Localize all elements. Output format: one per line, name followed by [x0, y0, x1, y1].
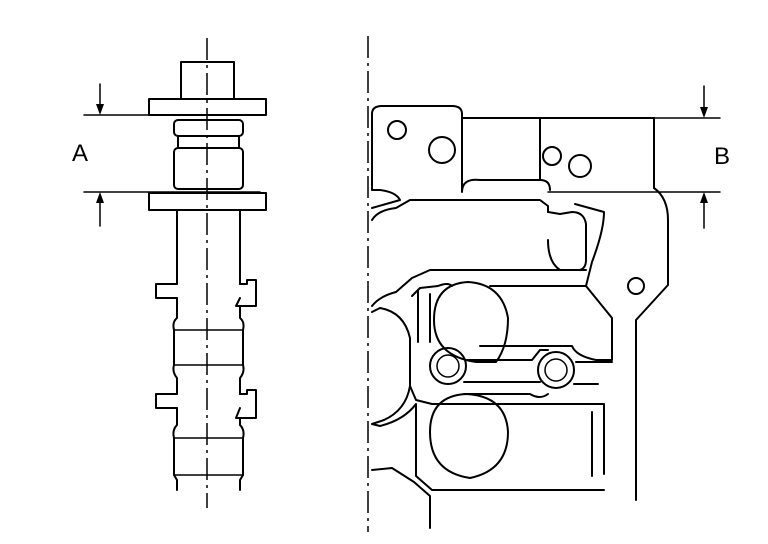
bolt-hole-3 [542, 146, 562, 166]
dimension-a-label: A [72, 140, 89, 167]
camshaft-view [148, 38, 267, 508]
cylinder-head-view [367, 36, 669, 532]
dimension-b [547, 85, 721, 229]
head-lower-cavity [371, 403, 605, 491]
camshaft-mid-section [172, 297, 245, 395]
camshaft-shaft [176, 209, 241, 285]
center-bore-left [429, 347, 467, 385]
head-rocker-area [547, 211, 587, 271]
camshaft-journal [173, 119, 244, 190]
bolt-hole-1 [387, 120, 407, 140]
center-bore-right [537, 351, 575, 389]
camshaft-lobe-2 [155, 389, 257, 419]
camshaft-lower-flange [148, 192, 267, 211]
dimension-a [83, 83, 261, 227]
head-upper-port [371, 269, 587, 307]
lower-valve [429, 393, 509, 479]
dimension-b-label: B [714, 143, 731, 170]
bolt-hole-5 [627, 277, 645, 295]
camshaft-lobe-1 [155, 279, 257, 307]
camshaft-bottom-section [172, 407, 245, 491]
head-outer-profile [371, 105, 669, 501]
head-upper-cavity [371, 137, 549, 221]
bolt-hole-4 [568, 154, 592, 178]
bolt-hole-2 [428, 136, 456, 164]
upper-valve [433, 281, 509, 363]
